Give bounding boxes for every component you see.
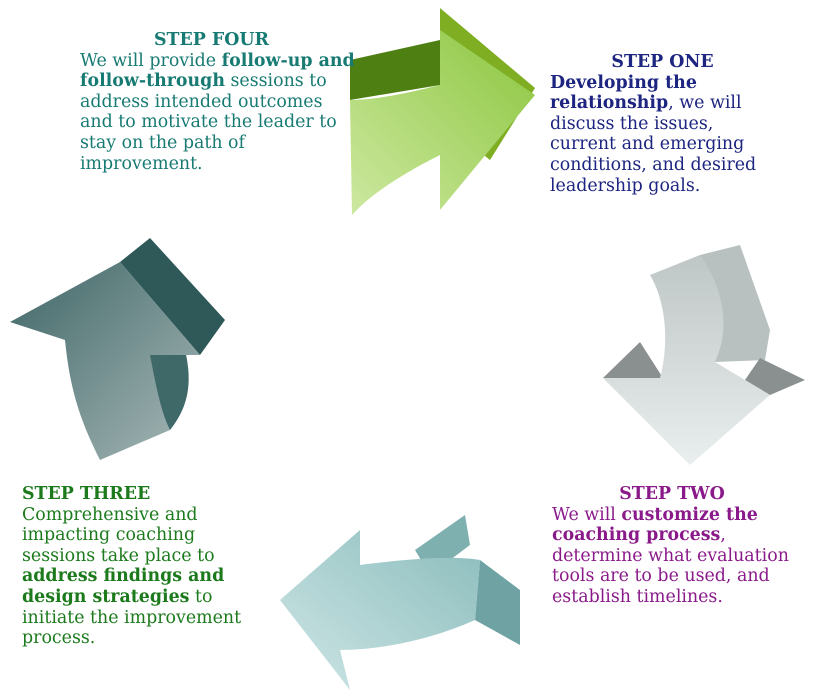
step-one-text-post: , we will discuss the issues, current an… (550, 93, 757, 196)
step-one-text-bold: Developing the relationship (550, 72, 697, 114)
step-three-text-post: to initiate the improvement process. (22, 586, 242, 649)
step-four-text-post: sessions to address intended outcomes an… (80, 71, 337, 174)
step-three-title: STEP THREE (22, 484, 151, 504)
step-two-text-pre: We will (552, 504, 622, 525)
arrow-step-three-to-four (10, 238, 225, 460)
step-four-text-bold: follow-up and follow-through (80, 50, 355, 92)
step-four-block: STEP FOUR We will provide follow-up and … (80, 30, 355, 174)
step-two-text-post: , determine what evaluation tools are to… (552, 525, 789, 607)
step-two-text-bold: customize the coaching process (552, 504, 758, 546)
step-three-text-bold: address findings and design strategies (22, 566, 225, 607)
arrow-step-two-to-three (280, 515, 520, 690)
step-one-title: STEP ONE (611, 52, 714, 72)
step-three-block: STEP THREE Comprehensive and impacting c… (22, 484, 272, 649)
step-four-text-pre: We will provide (80, 50, 222, 71)
arrow-step-four-to-one (350, 8, 535, 215)
step-two-block: STEP TWO We will customize the coaching … (552, 484, 792, 608)
step-two-title: STEP TWO (619, 484, 725, 504)
arrow-step-one-to-two (603, 245, 805, 465)
step-three-text-pre: Comprehensive and impacting coaching ses… (22, 504, 215, 566)
step-one-block: STEP ONE Developing the relationship, we… (550, 52, 775, 196)
step-four-title: STEP FOUR (153, 30, 269, 50)
